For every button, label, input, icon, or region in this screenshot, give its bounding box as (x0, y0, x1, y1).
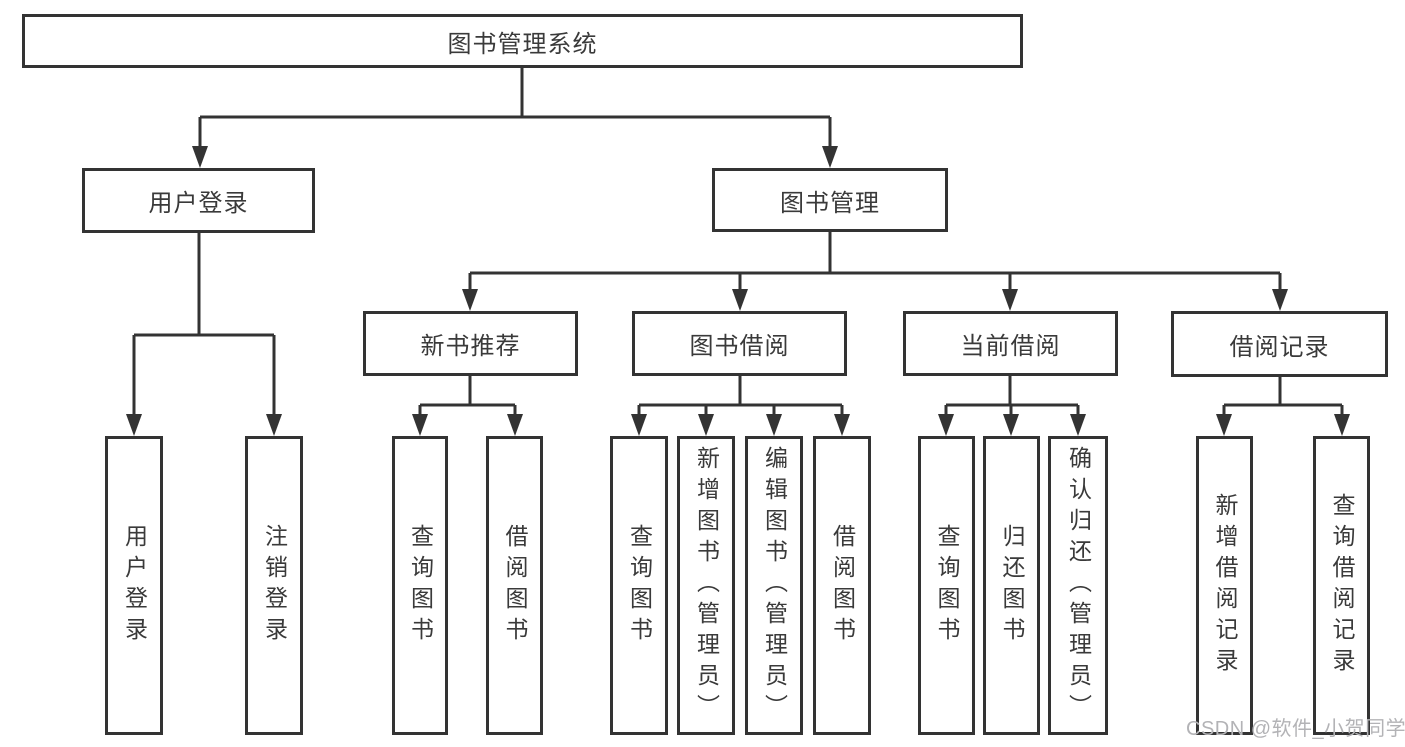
arrow-down-icon (192, 146, 208, 168)
node-label: 编辑图书（管理员） (761, 446, 788, 725)
arrow-down-icon (412, 414, 428, 436)
node-label: 借阅图书 (829, 523, 856, 648)
arrow-down-icon (1002, 289, 1018, 311)
node-label: 当前借阅 (960, 333, 1061, 360)
connector-user-login-to-leaves (126, 233, 282, 436)
node-label: 用户登录 (148, 190, 249, 217)
node-leaf-borrowing-query-books: 查询图书 (610, 436, 668, 735)
node-library-management-system: 图书管理系统 (22, 14, 1023, 68)
node-leaf-add-borrow-record: 新增借阅记录 (1196, 436, 1253, 735)
node-label: 注销登录 (261, 523, 288, 648)
node-leaf-recommend-borrow-books: 借阅图书 (486, 436, 543, 735)
csdn-watermark: CSDN @软件_小贺同学 (1186, 718, 1405, 740)
node-label: 查询图书 (934, 523, 960, 648)
node-borrowing-records: 借阅记录 (1171, 311, 1388, 377)
node-label: 查询借阅记录 (1329, 492, 1355, 679)
node-label: 图书管理 (780, 189, 880, 217)
arrow-down-icon (1216, 414, 1232, 436)
arrow-down-icon (732, 289, 748, 311)
node-leaf-add-book-admin: 新增图书（管理员） (677, 436, 735, 735)
arrow-down-icon (1334, 414, 1350, 436)
arrow-down-icon (631, 414, 647, 436)
node-label: 借阅图书 (502, 523, 528, 648)
node-label: 借阅记录 (1229, 333, 1330, 361)
node-book-borrowing: 图书借阅 (632, 311, 847, 376)
arrow-down-icon (1003, 414, 1019, 436)
arrow-down-icon (266, 414, 282, 436)
node-leaf-confirm-return-admin: 确认归还（管理员） (1048, 436, 1108, 735)
node-user-login: 用户登录 (82, 168, 315, 233)
arrow-down-icon (1070, 414, 1086, 436)
arrow-down-icon (698, 414, 714, 436)
arrow-down-icon (834, 414, 850, 436)
node-label: 用户登录 (121, 523, 148, 648)
node-leaf-logout: 注销登录 (245, 436, 303, 735)
node-leaf-query-borrow-record: 查询借阅记录 (1313, 436, 1370, 735)
node-current-borrowing: 当前借阅 (903, 311, 1118, 376)
connector-new-book-recommend-to-leaves (412, 376, 523, 436)
arrow-down-icon (126, 414, 142, 436)
node-label: 新书推荐 (420, 333, 521, 360)
node-leaf-borrowing-borrow-books: 借阅图书 (813, 436, 871, 735)
node-label: 查询图书 (626, 523, 653, 648)
node-leaf-user-login: 用户登录 (105, 436, 163, 735)
arrow-down-icon (462, 289, 478, 311)
node-label: 新增借阅记录 (1212, 492, 1238, 679)
node-leaf-return-books: 归还图书 (983, 436, 1040, 735)
node-label: 图书管理系统 (447, 30, 598, 58)
arrow-down-icon (822, 146, 838, 168)
node-label: 图书借阅 (689, 333, 790, 360)
arrow-down-icon (507, 414, 523, 436)
node-leaf-edit-book-admin: 编辑图书（管理员） (745, 436, 803, 735)
node-label: 新增图书（管理员） (693, 446, 720, 725)
node-leaf-current-query-books: 查询图书 (918, 436, 975, 735)
connector-root-to-level2 (192, 68, 838, 168)
connector-borrowing-records-to-leaves (1216, 376, 1350, 436)
connector-book-management-to-modules (462, 232, 1288, 311)
arrow-down-icon (1272, 289, 1288, 311)
node-leaf-recommend-query-books: 查询图书 (392, 436, 448, 735)
node-label: 查询图书 (407, 523, 434, 648)
arrow-down-icon (938, 414, 954, 436)
node-new-book-recommend: 新书推荐 (363, 311, 578, 376)
node-label: 归还图书 (999, 523, 1025, 648)
connector-book-borrowing-to-leaves (631, 376, 850, 436)
arrow-down-icon (766, 414, 782, 436)
connector-current-borrowing-to-leaves (938, 376, 1086, 436)
node-book-management: 图书管理 (712, 168, 948, 232)
node-label: 确认归还（管理员） (1065, 446, 1092, 725)
